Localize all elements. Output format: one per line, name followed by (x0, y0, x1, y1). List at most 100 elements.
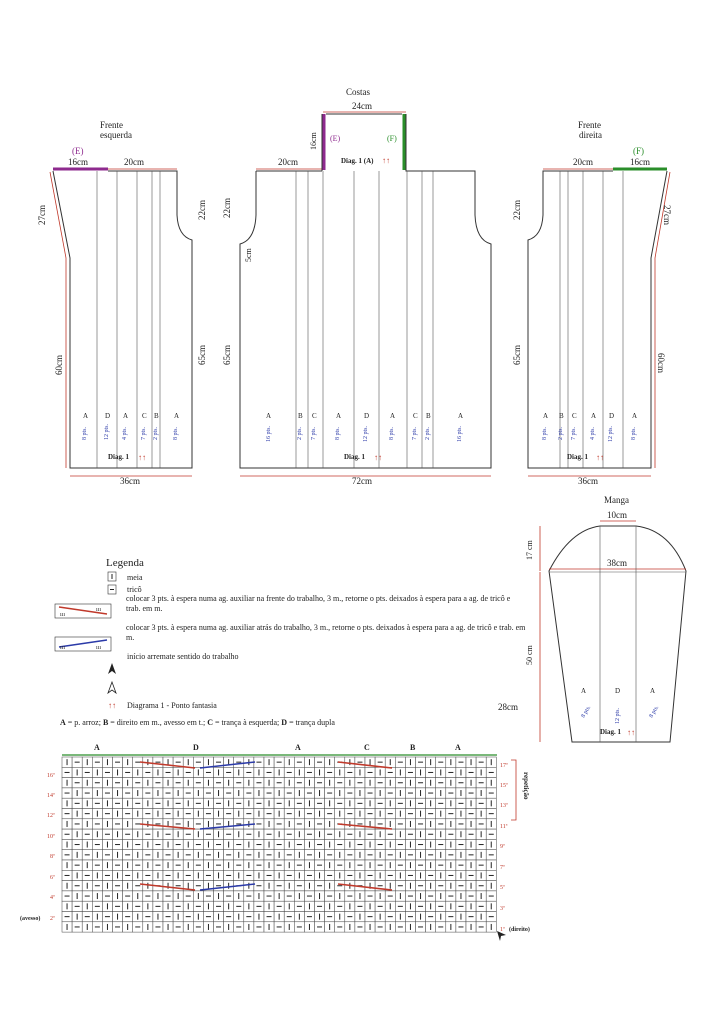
chart-row-labels-left: 16ª 14ª 12ª 10ª 8ª 6ª 4ª 2ª (47, 773, 55, 922)
legend-abbrev: A = p. arroz; B = direito em m., avesso … (60, 718, 335, 727)
front-left-neck-slope: 27cm (37, 205, 47, 225)
col-letter: B (154, 412, 159, 420)
col-pts: 4 pts. (122, 426, 128, 440)
cable-cross (139, 823, 196, 830)
group-label: C (364, 743, 370, 752)
row-label: 13ª (500, 803, 508, 809)
back-diag-top: Diag. 1 (A) (341, 157, 374, 165)
svg-text:ııı: ııı (60, 645, 65, 651)
row-label: 3ª (500, 906, 505, 912)
repeat-bracket (511, 759, 517, 821)
front-left-length: 65cm (197, 345, 207, 365)
legend-title: Legenda (106, 557, 144, 569)
front-right-title-1: Frente (578, 120, 601, 130)
bindoff-arrow-outline-icon (107, 680, 117, 695)
back-length: 65cm (222, 345, 232, 365)
col-pts: 8 pts. (335, 426, 341, 440)
col-pts: 12 pts. (104, 423, 110, 440)
start-arrow-icon (497, 931, 506, 941)
row-label: 4ª (50, 895, 55, 901)
front-right-mark: (F) (633, 146, 644, 156)
back-dividers (295, 171, 434, 468)
col-letter: A (650, 687, 655, 695)
repeat-label: repetição (522, 772, 530, 800)
front-left-arrows: ↑↑ (138, 453, 146, 462)
legend: Legenda meia tricô ııı ııı colocar 3 pts… (54, 557, 526, 727)
sleeve-arrows: ↑↑ (627, 728, 635, 737)
back-armhole: 22cm (222, 198, 232, 218)
sleeve-panel: Manga 10cm 38cm 17 cm 50 cm A 8 pts. D 1… (498, 495, 687, 743)
back-top-width: 24cm (352, 101, 372, 111)
front-right-neck-slope: 27cm (662, 205, 672, 225)
legend-item-diagram: Diagrama 1 - Ponto fantasia (127, 701, 217, 710)
back-title: Costas (346, 87, 371, 97)
back-armhole-side: 5cm (244, 247, 253, 262)
front-right-armhole: 22cm (512, 200, 522, 220)
sleeve-width: 38cm (607, 558, 627, 568)
front-right-outline (527, 170, 668, 469)
col-pts: 12 pts. (363, 425, 369, 442)
col-letter: A (174, 412, 179, 420)
chart-grid (61, 756, 497, 933)
front-left-side-dim (49, 171, 67, 468)
col-letter: D (364, 412, 369, 420)
back-outline (239, 114, 492, 469)
col-pts: 7 pts. (571, 426, 577, 440)
row-label: 16ª (47, 773, 55, 779)
col-letter: D (615, 687, 620, 695)
front-left-shoulder: 20cm (124, 157, 144, 167)
group-label: B (410, 743, 416, 752)
row-label: 1ª (500, 927, 505, 933)
back-neck-height: 16cm (309, 131, 318, 150)
cable-cross (337, 883, 393, 891)
svg-text:ııı: ııı (96, 607, 101, 613)
bindoff-arrow-icon (108, 663, 116, 674)
front-left-armhole: 22cm (197, 200, 207, 220)
row-label: 8ª (50, 854, 55, 860)
front-left-title-1: Frente (100, 120, 123, 130)
col-letter: A (591, 412, 596, 420)
row-label: 9ª (500, 844, 505, 850)
col-pts: 8 pts. (631, 426, 637, 440)
row-label: 17ª (500, 763, 508, 769)
col-pts: 7 pts. (311, 426, 317, 440)
front-left-diag: Diag. 1 (108, 453, 130, 461)
col-letter: B (298, 412, 303, 420)
cable-cross (139, 883, 196, 891)
back-top-arrows: ↑↑ (382, 156, 390, 165)
direito-label: (direito) (509, 926, 530, 933)
front-right-neck-width: 16cm (630, 157, 650, 167)
row-label: 5ª (500, 885, 505, 891)
col-letter: D (609, 412, 614, 420)
legend-item-cable-front: colocar 3 pts. à espera numa ag. auxilia… (126, 594, 511, 613)
back-columns: A 16 pts. B 2 pts. C 7 pts. A 8 pts. D 1… (266, 412, 463, 442)
svg-text:ııı: ııı (96, 645, 101, 651)
legend-item-cable-back: colocar 3 pts. à espera numa ag. auxilia… (126, 623, 526, 642)
col-pts: 16 pts. (457, 425, 463, 442)
col-pts: 2 pts. (558, 426, 564, 440)
col-pts: 7 pts. (141, 426, 147, 440)
col-pts: 2 pts. (153, 426, 159, 440)
back-diag: Diag. 1 (344, 453, 366, 461)
row-label: 6ª (50, 875, 55, 881)
cable-cross (199, 823, 256, 830)
front-left-mark: (E) (72, 146, 84, 156)
back-mark-f: (F) (387, 134, 397, 143)
front-left-outline (52, 170, 193, 469)
sleeve-length: 50 cm (525, 644, 534, 665)
sleeve-diag: Diag. 1 (600, 728, 622, 736)
front-left-columns: A 8 pts. D 12 pts. A 4 pts. C 7 pts. B 2… (82, 412, 179, 440)
col-letter: A (632, 412, 637, 420)
avesso-label: (avesso) (20, 915, 40, 922)
stitch-chart: A D A C B A 16ª 14ª 12ª 10ª 8ª 6ª 4ª 2ª … (20, 743, 530, 941)
row-label: 12ª (47, 813, 55, 819)
col-letter: A (543, 412, 548, 420)
col-pts: 12 pts. (608, 425, 614, 442)
col-pts: 8 pts. (82, 426, 88, 440)
col-letter: C (413, 412, 418, 420)
legend-item-bindoff: início arremate sentido do trabalho (127, 652, 239, 661)
group-label: D (193, 743, 199, 752)
col-pts: 8 pts. (581, 704, 593, 719)
group-label: A (94, 743, 100, 752)
